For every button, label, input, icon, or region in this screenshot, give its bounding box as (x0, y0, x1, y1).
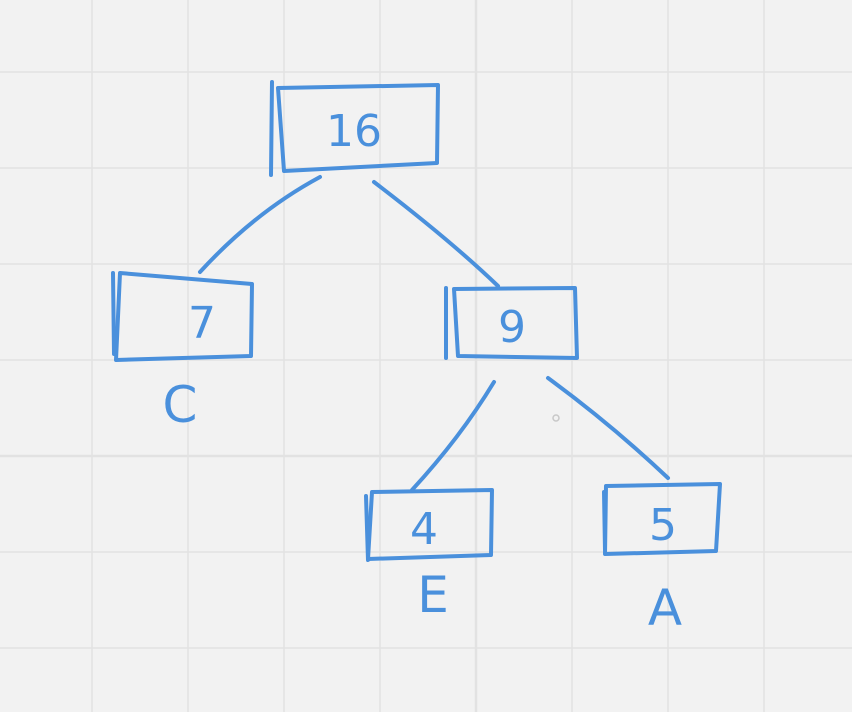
node-right-left-child-value: 4 (410, 504, 438, 555)
node-right-right-child-box-overstroke (602, 490, 607, 552)
node-right-left-child-box-overstroke (364, 494, 370, 562)
node-right-right-child[interactable]: 5 (602, 482, 722, 556)
node-right-right-child-value: 5 (649, 500, 677, 551)
node-left-child-box (114, 271, 254, 362)
node-root-box-overstroke (269, 80, 274, 177)
left-child-symbol: C (163, 376, 198, 434)
node-root-value: 16 (326, 106, 382, 157)
node-left-child-box-overstroke (111, 271, 116, 356)
node-right-left-child-box (366, 488, 494, 561)
node-left-child-value: 7 (188, 298, 216, 349)
right-left-child-symbol: E (417, 566, 449, 624)
edge-right-to-right-right (546, 376, 670, 480)
node-right-left-child[interactable]: 4 (364, 488, 494, 562)
edges (198, 175, 670, 492)
node-right-child-value: 9 (498, 302, 526, 353)
edge-root-to-right (372, 180, 500, 288)
node-left-child[interactable]: 7 (111, 271, 254, 362)
node-root[interactable]: 16 (269, 80, 440, 177)
right-right-child-symbol: A (648, 579, 682, 637)
node-right-child[interactable]: 9 (444, 286, 579, 360)
node-root-box (276, 83, 440, 173)
edge-root-to-left (198, 175, 322, 274)
cursor-dot (552, 414, 560, 422)
node-right-child-box (452, 286, 579, 360)
edge-right-to-right-left (410, 380, 496, 492)
